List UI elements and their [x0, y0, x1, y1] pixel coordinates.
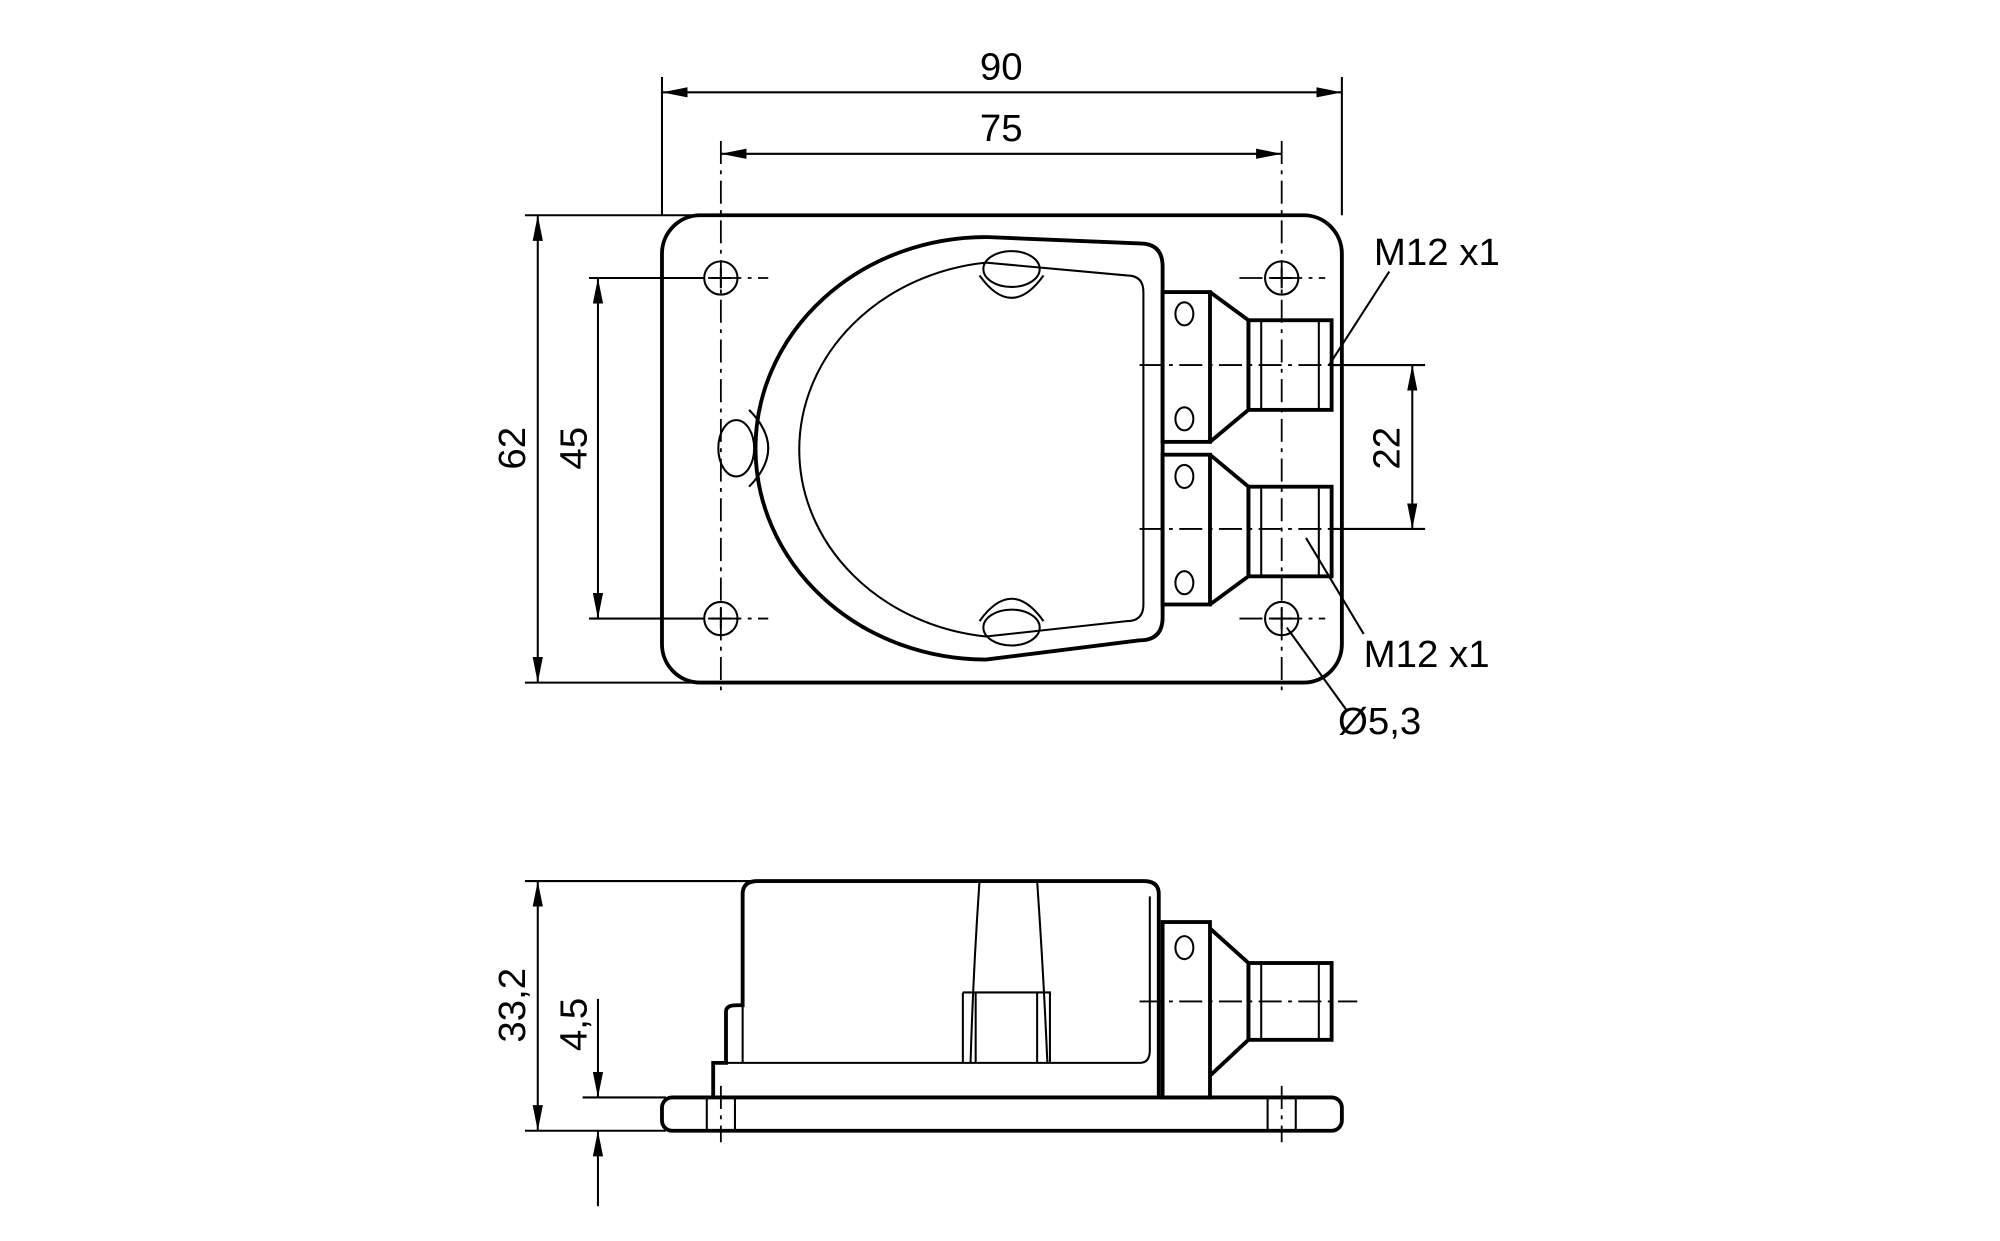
mounting-plate [660, 213, 1344, 685]
housing-outline [717, 235, 1165, 662]
dim-hole-spacing-45: 45 [552, 427, 595, 470]
thread-label-upper: M12 x1 [1374, 231, 1500, 274]
side-view: 33,2 4,5 [491, 879, 1358, 1207]
connector-upper [1160, 290, 1334, 444]
hole-diameter-label: Ø5,3 [1338, 700, 1421, 743]
dim-plate-thickness-4-5: 4,5 [552, 998, 595, 1051]
dim-hole-spacing-75: 75 [980, 107, 1023, 150]
dim-height-33-2: 33,2 [491, 968, 534, 1043]
dim-connector-spacing-22: 22 [1365, 427, 1408, 470]
top-view: 90 75 62 45 22 M12 x1 M12 x1 Ø5,3 [491, 46, 1500, 743]
center-lines [678, 140, 1358, 692]
dimension-lines [524, 76, 1426, 712]
thread-label-lower: M12 x1 [1364, 633, 1490, 676]
connector-side [1160, 920, 1334, 1100]
dim-height-62: 62 [491, 427, 534, 470]
dim-width-90: 90 [980, 46, 1023, 89]
side-dimension-lines [524, 880, 756, 1207]
housing-side [711, 879, 1161, 1098]
base-plate [660, 1095, 1344, 1133]
